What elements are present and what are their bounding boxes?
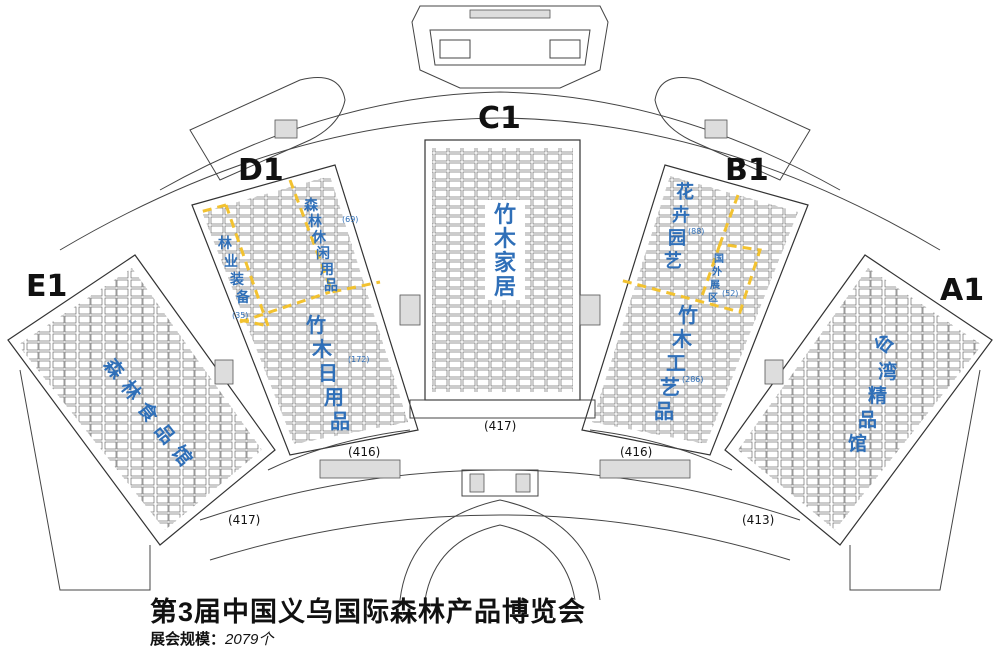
zone-char: 湾 bbox=[878, 360, 897, 383]
hall-d1: D1 林 业 装 备 (35) 森 林 休 闲 用 品 (69) 竹 木 日 用… bbox=[191, 153, 419, 456]
zone-char: 业 bbox=[224, 254, 238, 270]
hall-b1: B1 花 卉 园 艺 (88) 国 外 展 区 (52) 竹 木 工 艺 品 (… bbox=[581, 153, 809, 456]
hall-e1: E1 森 林 食 品 馆 bbox=[7, 254, 276, 591]
zone-char: 用 bbox=[320, 262, 334, 278]
zone-outline-top bbox=[288, 179, 381, 294]
zone-char: 艺 bbox=[660, 375, 680, 399]
ramp-right bbox=[654, 77, 811, 181]
zone-char: 工 bbox=[666, 351, 686, 375]
hall-a1: A1 台 湾 精 品 馆 bbox=[724, 254, 993, 591]
zone-char: 花 bbox=[676, 181, 694, 203]
zone-char: 外 bbox=[711, 265, 722, 278]
ramp-left bbox=[189, 77, 346, 181]
zone-b1-main-count: (286) bbox=[682, 375, 704, 384]
zone-b1-small: 国 外 展 区 bbox=[708, 253, 727, 304]
connectors bbox=[214, 294, 784, 479]
zone-d1-top: 森 林 休 闲 用 品 bbox=[304, 197, 339, 294]
scale-line: 展会规模：2079个 bbox=[150, 628, 273, 649]
zone-d1-left-count: (35) bbox=[232, 311, 248, 320]
zone-char: 林 bbox=[218, 235, 232, 252]
map-title: 第3届中国义乌国际森林产品博览会 bbox=[150, 597, 587, 627]
zone-char: 居 bbox=[494, 275, 516, 300]
gate-label: (416) bbox=[348, 445, 380, 459]
gate-label: (413) bbox=[742, 513, 774, 527]
zone-d1-main: 竹 木 日 用 品 bbox=[305, 313, 351, 433]
zone-outline-small bbox=[698, 243, 722, 303]
zone-b1-small-count: (52) bbox=[722, 289, 738, 298]
zone-char: 林 bbox=[308, 213, 322, 230]
zone-char: 木 bbox=[671, 327, 693, 351]
zone-b1-top-count: (88) bbox=[688, 227, 704, 236]
gate-label: (417) bbox=[228, 513, 260, 527]
zone-char: 木 bbox=[311, 337, 333, 361]
hall-label-a1: A1 bbox=[940, 273, 984, 308]
zone-char: 闲 bbox=[316, 246, 330, 262]
hall-label-e1: E1 bbox=[26, 269, 67, 304]
zone-char: 区 bbox=[708, 292, 718, 304]
zone-d1-main-count: (172) bbox=[348, 355, 370, 364]
zone-char: 品 bbox=[858, 409, 877, 431]
zone-char: 森 bbox=[304, 197, 319, 214]
zone-char: 品 bbox=[654, 399, 674, 423]
zone-d1-left: 林 业 装 备 bbox=[218, 235, 251, 306]
zone-char: 馆 bbox=[848, 432, 867, 455]
zone-char: 卉 bbox=[672, 204, 690, 226]
zone-char: 装 bbox=[229, 271, 245, 288]
zone-char: 国 bbox=[714, 253, 724, 265]
zone-char: 备 bbox=[235, 289, 251, 306]
zone-a1-vertical: 湾 精 品 馆 bbox=[848, 360, 904, 455]
zone-b1-top: 花 卉 园 艺 bbox=[664, 181, 700, 272]
zone-char: 品 bbox=[330, 409, 350, 433]
zone-c1: 竹 木 家 居 bbox=[493, 202, 524, 300]
hall-label-c1: C1 bbox=[478, 101, 521, 136]
gate-label: (417) bbox=[484, 419, 516, 433]
zone-char: 品 bbox=[324, 278, 338, 294]
zone-b1-main: 竹 木 工 艺 品 bbox=[654, 303, 705, 423]
zone-char: 家 bbox=[494, 250, 517, 276]
scale-value: 2079个 bbox=[225, 631, 274, 648]
zone-char: 休 bbox=[311, 229, 327, 246]
hall-label-b1: B1 bbox=[725, 153, 769, 188]
lower-plaza bbox=[399, 469, 601, 601]
zone-char: 木 bbox=[493, 227, 517, 252]
zone-char: 竹 bbox=[493, 202, 516, 228]
hall-label-d1: D1 bbox=[238, 153, 284, 188]
zone-char: 用 bbox=[324, 385, 344, 409]
zone-char: 园 bbox=[668, 228, 686, 249]
scale-label: 展会规模： bbox=[150, 631, 226, 648]
zone-char: 艺 bbox=[664, 250, 682, 272]
hall-c1: C1 竹 木 家 居 bbox=[424, 101, 581, 401]
zone-char: 日 bbox=[318, 361, 338, 385]
zone-char: 竹 bbox=[677, 303, 698, 327]
gate-label: (416) bbox=[620, 445, 652, 459]
zone-outline-divider bbox=[239, 290, 331, 324]
zone-char: 展 bbox=[710, 279, 720, 291]
top-building bbox=[411, 5, 609, 89]
zone-char: 竹 bbox=[305, 313, 326, 337]
zone-d1-top-count: (69) bbox=[342, 215, 358, 224]
zone-char: 精 bbox=[868, 384, 887, 407]
